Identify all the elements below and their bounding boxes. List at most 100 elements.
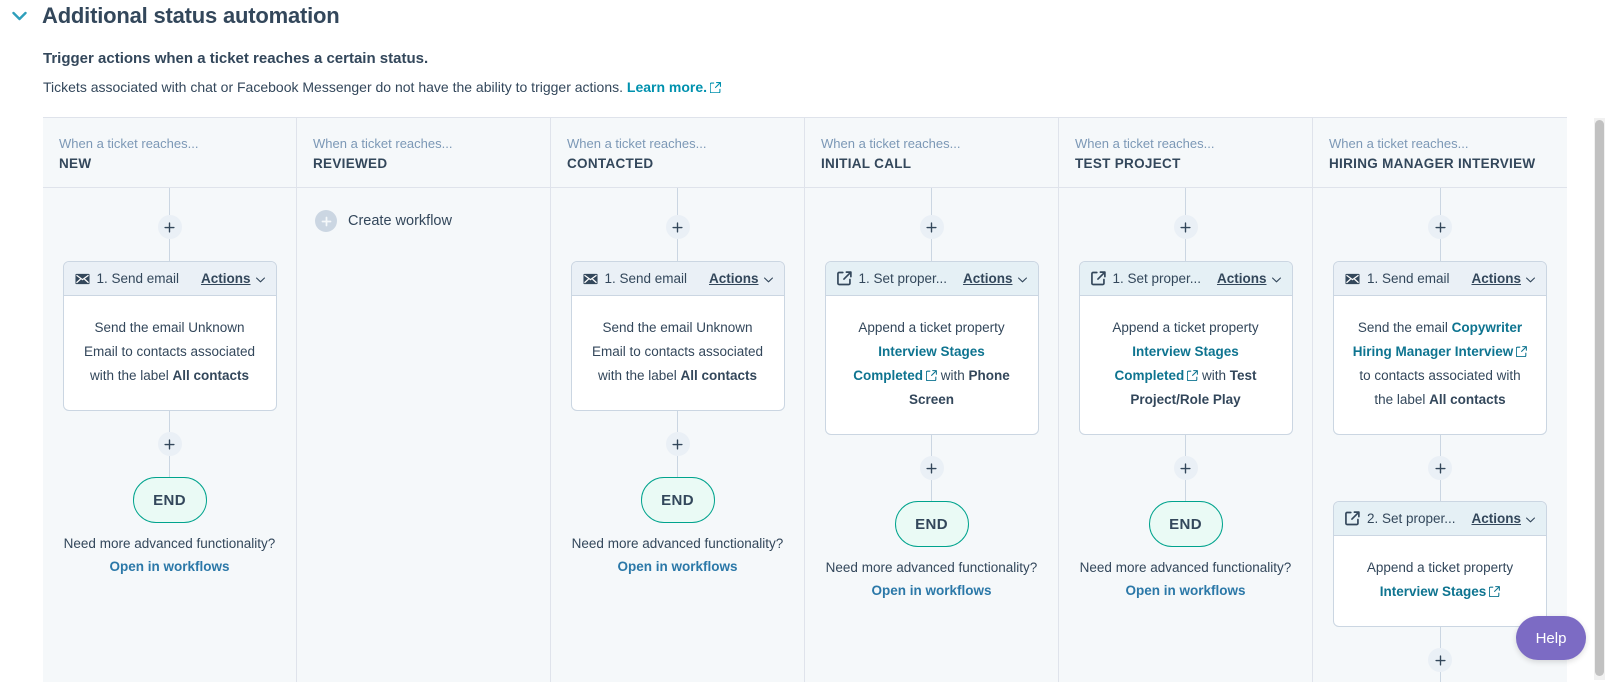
connector-line	[169, 239, 170, 261]
card-body-emphasis: All contacts	[1429, 392, 1506, 407]
end-node[interactable]: END	[132, 477, 207, 523]
actions-dropdown[interactable]: Actions	[201, 270, 265, 288]
actions-dropdown[interactable]: Actions	[1471, 510, 1535, 528]
actions-dropdown[interactable]: Actions	[709, 270, 773, 288]
action-card-body: Send the email Copywriter Hiring Manager…	[1334, 296, 1546, 434]
envelope-icon	[1345, 271, 1360, 286]
workflow-footer: Need more advanced functionality?Open in…	[1059, 547, 1312, 603]
actions-dropdown-label: Actions	[962, 271, 1013, 286]
add-action-button[interactable]	[1173, 456, 1198, 480]
connector-line	[1439, 480, 1441, 501]
chevron-down-icon[interactable]	[6, 3, 32, 29]
caret-down-icon	[1526, 270, 1535, 288]
plus-icon	[672, 438, 683, 450]
end-node[interactable]: END	[640, 477, 715, 523]
open-in-workflows-link[interactable]: Open in workflows	[871, 583, 992, 598]
plus-icon	[1180, 221, 1191, 233]
actions-dropdown-label: Actions	[1471, 511, 1521, 526]
status-column-header: When a ticket reaches...TEST PROJECT	[1059, 118, 1312, 188]
connector-line	[677, 456, 678, 477]
connector-line	[677, 411, 678, 432]
add-action-button[interactable]	[665, 432, 690, 456]
card-body-link[interactable]: Copywriter Hiring Manager Interview	[1352, 320, 1523, 359]
card-body-link[interactable]: Interview Stages Completed	[853, 344, 985, 383]
add-action-button[interactable]	[919, 456, 944, 480]
open-in-workflows-link[interactable]: Open in workflows	[109, 559, 230, 574]
plus-icon	[926, 221, 937, 233]
workflow-footer: Need more advanced functionality? Open in…	[805, 547, 1058, 603]
action-card-body: Append a ticket property Interview Stage…	[1080, 296, 1292, 434]
actions-dropdown[interactable]: Actions	[1471, 270, 1535, 288]
workflow-footer: Need more advanced functionality?Open in…	[551, 523, 804, 579]
card-body-link[interactable]: Interview Stages	[1379, 584, 1487, 599]
footer-question: Need more advanced functionality?	[825, 560, 1038, 575]
page-title-row: Additional status automation	[0, 2, 340, 30]
create-workflow-label: Create workflow	[348, 213, 452, 229]
connector-line	[677, 188, 678, 215]
help-button[interactable]: Help	[1516, 616, 1586, 660]
card-body-text: Append a ticket property	[1366, 560, 1514, 575]
caret-down-icon	[1271, 270, 1281, 288]
status-column-eyebrow: When a ticket reaches...	[821, 136, 961, 151]
status-column: When a ticket reaches...CONTACTED 1. Send…	[551, 118, 805, 682]
connector-line	[1439, 435, 1441, 456]
add-action-button[interactable]	[157, 432, 182, 456]
learn-more-link[interactable]: Learn more.	[626, 79, 708, 95]
status-column-name: HIRING MANAGER INTERVIEW	[1329, 156, 1536, 171]
card-body-text: with	[936, 368, 969, 383]
edit-square-icon	[1345, 511, 1360, 526]
status-column-header: When a ticket reaches...CONTACTED	[551, 118, 804, 188]
action-card-title: 1. Set proper...	[858, 271, 948, 286]
action-card-body: Append a ticket property Interview Stage…	[1334, 536, 1546, 626]
status-column-header: When a ticket reaches...INITIAL CALL	[805, 118, 1058, 188]
actions-dropdown-label: Actions	[1216, 271, 1267, 286]
connector-line	[169, 188, 170, 215]
add-action-button[interactable]	[1428, 215, 1452, 239]
card-body-emphasis: Phone Screen	[908, 368, 1010, 407]
open-in-workflows-link[interactable]: Open in workflows	[617, 559, 738, 574]
connector-line	[931, 480, 932, 501]
actions-dropdown[interactable]: Actions	[1217, 270, 1281, 288]
action-card-title: 2. Set proper...	[1367, 511, 1456, 526]
page-title: Additional status automation	[42, 3, 340, 28]
connector-line	[1185, 188, 1186, 215]
add-action-button[interactable]	[665, 215, 690, 239]
actions-dropdown[interactable]: Actions	[963, 270, 1027, 288]
plus-icon	[672, 221, 683, 233]
vertical-scrollbar[interactable]	[1594, 118, 1605, 680]
plus-icon	[1434, 654, 1446, 666]
connector-line	[1185, 239, 1186, 261]
action-card-header: 1. Set proper... Actions	[825, 262, 1038, 296]
vertical-scrollbar-thumb[interactable]	[1595, 120, 1604, 676]
create-workflow-button[interactable]: Create workflow	[315, 210, 452, 232]
add-action-button[interactable]	[919, 215, 944, 239]
end-node[interactable]: END	[1148, 501, 1223, 547]
card-body-link[interactable]: Interview Stages Completed	[1114, 344, 1239, 383]
plus-circle-icon	[315, 210, 337, 232]
status-column-name: CONTACTED	[567, 156, 654, 171]
action-card-header: 2. Set proper... Actions	[1334, 502, 1546, 536]
add-action-button[interactable]	[1428, 648, 1452, 672]
open-in-workflows-link[interactable]: Open in workflows	[1125, 583, 1246, 598]
add-action-button[interactable]	[1428, 456, 1452, 480]
end-node[interactable]: END	[894, 501, 969, 547]
caret-down-icon	[255, 270, 265, 288]
add-action-button[interactable]	[1173, 215, 1198, 239]
connector-line	[1185, 435, 1186, 456]
add-action-button[interactable]	[157, 215, 182, 239]
